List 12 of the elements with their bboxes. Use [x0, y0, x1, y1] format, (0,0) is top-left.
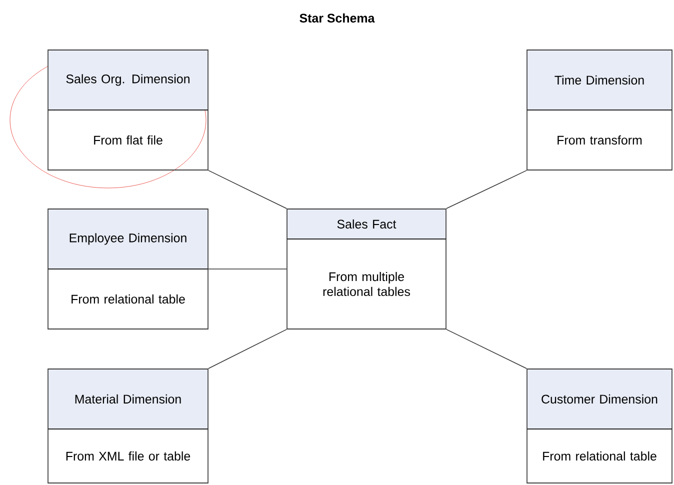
table-box: Time Dimension From transform [526, 50, 672, 170]
table-box: Sales Fact From multiple relational tables [286, 208, 446, 330]
connector-line [208, 268, 287, 270]
connector-line [208, 170, 287, 209]
connector-line [208, 329, 287, 369]
table-box: Material Dimension From XML file or table [48, 368, 208, 484]
title: Star Schema [300, 13, 375, 23]
table-box: Sales Org. Dimension From flat file [48, 50, 208, 170]
table-box: Employee Dimension From relational table [48, 208, 208, 330]
connector-line [446, 329, 527, 369]
connector-line [446, 170, 527, 209]
table-box: Customer Dimension From relational table [526, 368, 672, 484]
